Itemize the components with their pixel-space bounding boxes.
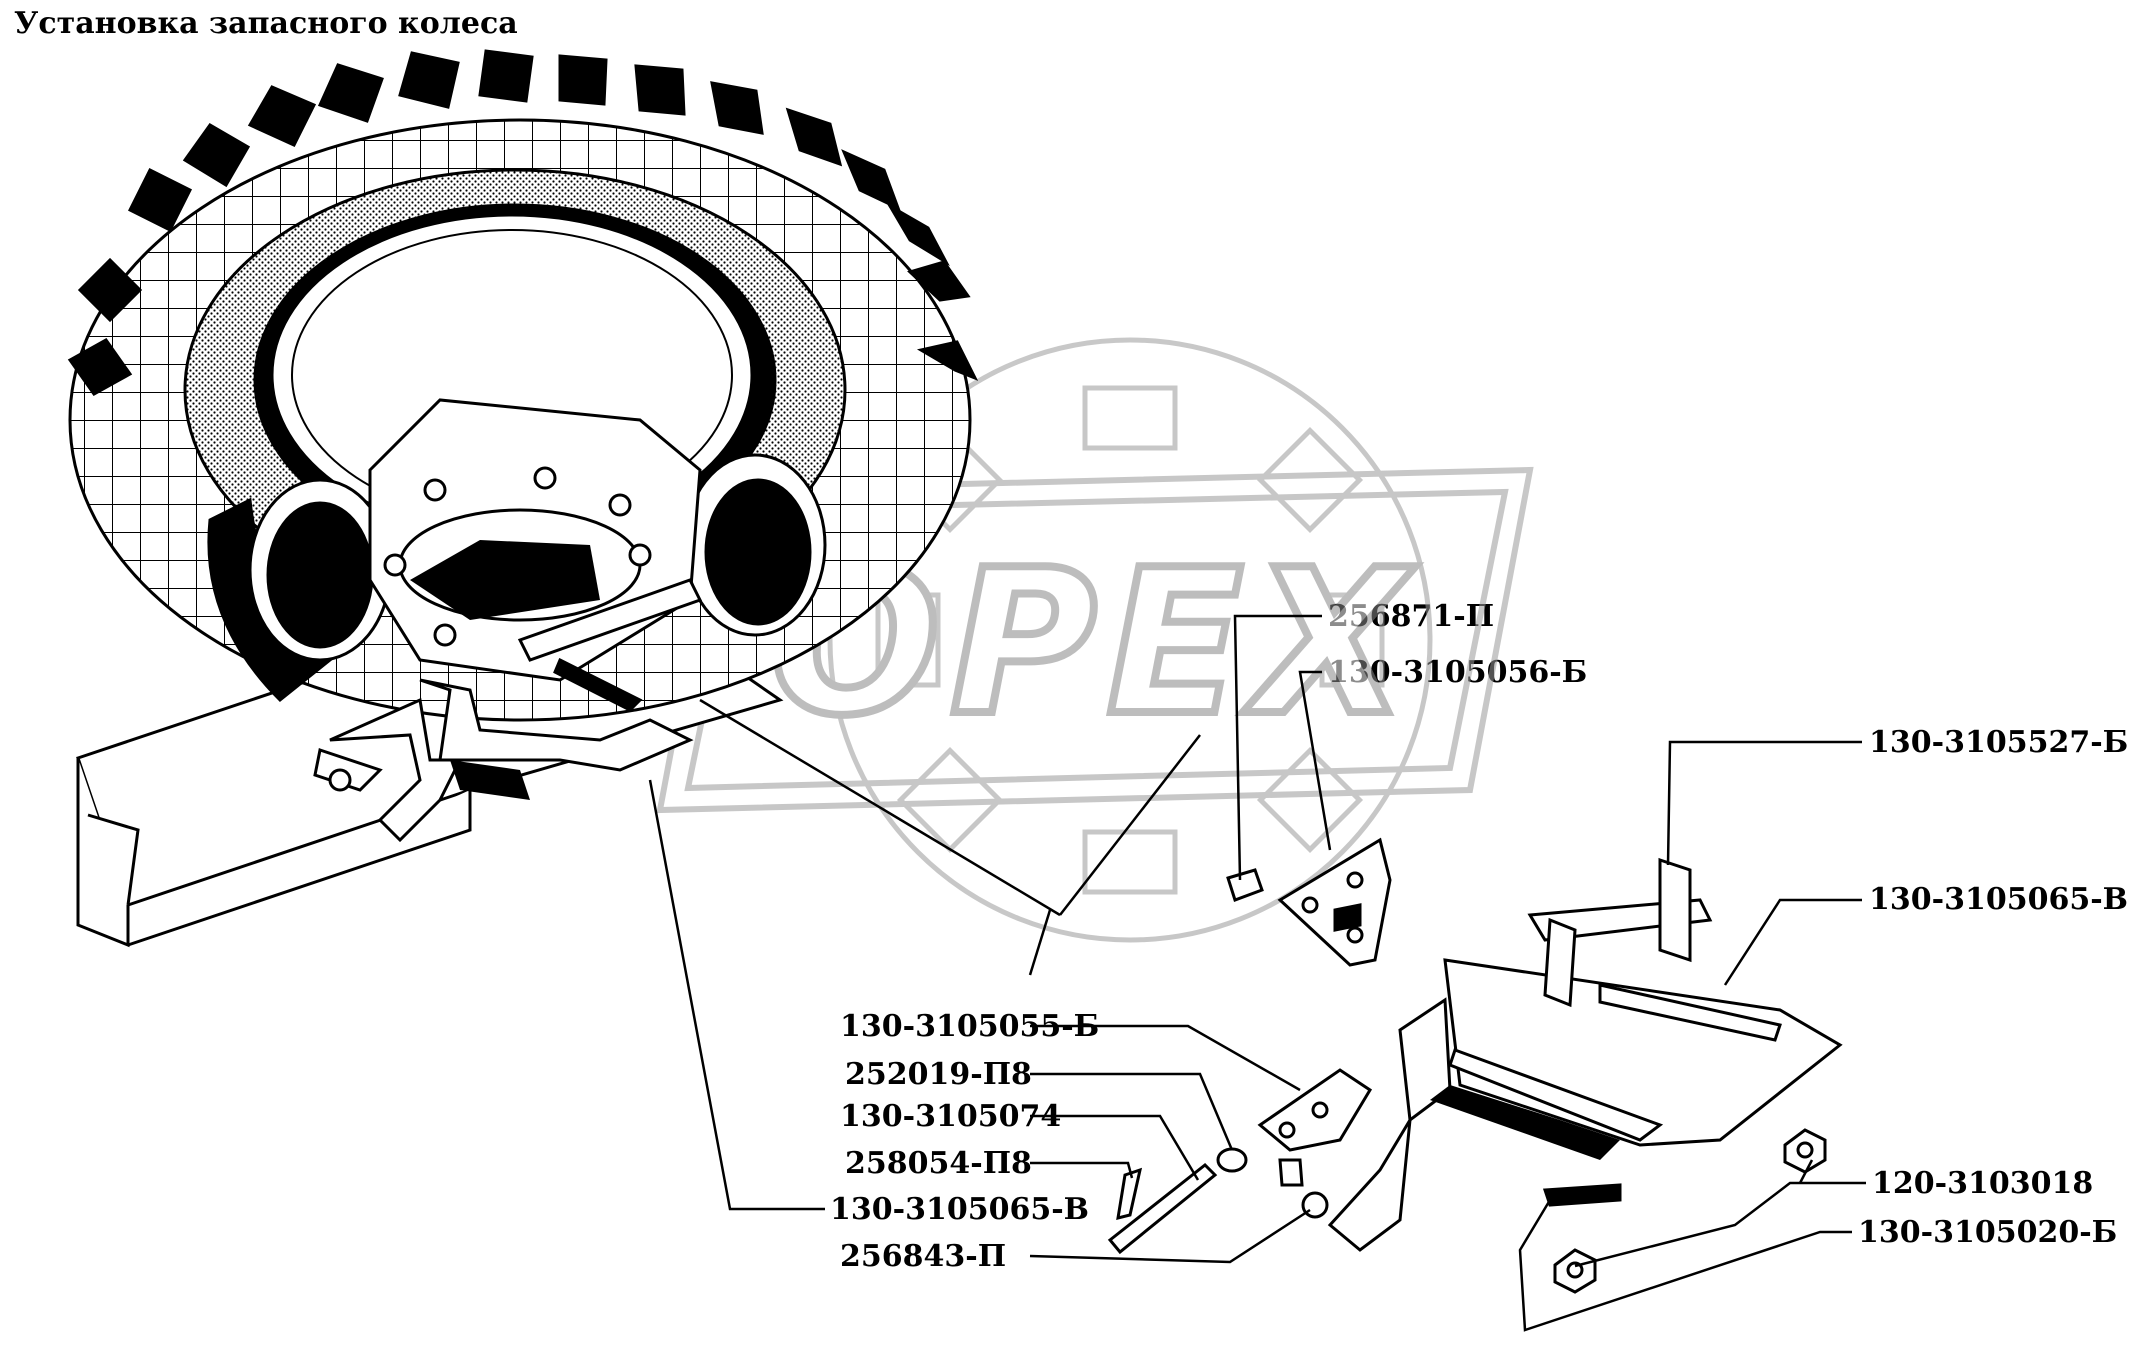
callout-label-130-3105065-v-right: 130-3105065-В xyxy=(1869,882,2128,917)
washer-part xyxy=(1216,1147,1248,1173)
leader-lines xyxy=(648,614,1866,1332)
carrier-bracket xyxy=(313,678,694,843)
page-title: Установка запасного колеса xyxy=(14,6,518,41)
callout-label-120-3103018: 120-3103018 xyxy=(1872,1166,2094,1201)
callout-label-130-3105527-b: 130-3105527-Б xyxy=(1869,725,2129,760)
callout-label-130-3105074: 130-3105074 xyxy=(840,1099,1062,1134)
cotter-pin xyxy=(1116,1167,1143,1221)
callout-label-130-3105020-b: 130-3105020-Б xyxy=(1858,1215,2118,1250)
pin-part xyxy=(1226,868,1264,902)
callout-label-252019-p8: 252019-П8 xyxy=(845,1057,1032,1092)
callout-label-258054-p8: 258054-П8 xyxy=(845,1146,1032,1181)
wheel-disc xyxy=(368,398,703,712)
small-parts xyxy=(1107,837,1827,1294)
callout-label-256871-p: 256871-П xyxy=(1328,599,1495,634)
callout-label-130-3105065-v-bottom: 130-3105065-В xyxy=(830,1192,1089,1227)
right-bracket xyxy=(1327,857,1843,1252)
long-pin xyxy=(1107,1162,1218,1255)
callout-label-256843-p: 256843-П xyxy=(840,1239,1007,1274)
